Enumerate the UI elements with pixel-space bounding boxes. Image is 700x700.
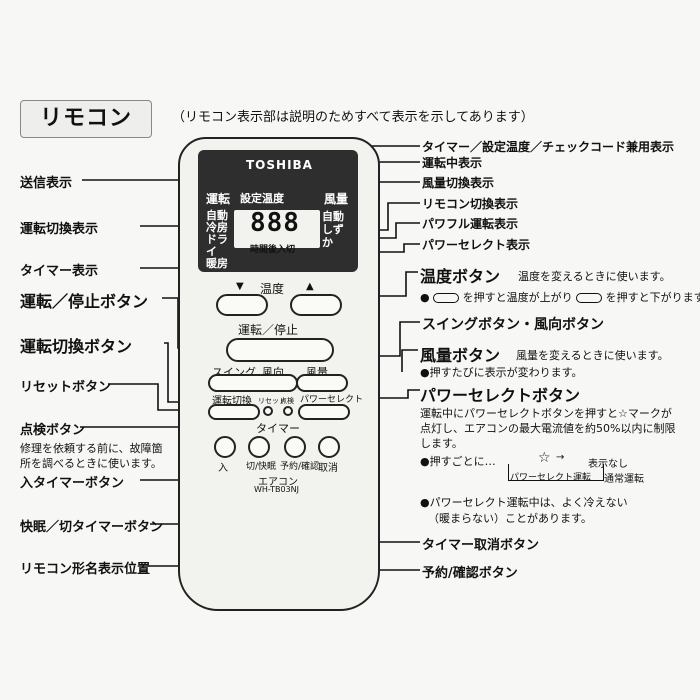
check-button[interactable]	[283, 406, 293, 416]
run-stop-label: 運転／停止	[238, 323, 299, 337]
label-powerful: パワフル運転表示	[422, 217, 519, 231]
model-code: WH-TB03NJ	[254, 485, 299, 494]
label-timer-display: タイマー表示	[20, 264, 99, 279]
reset-button[interactable]	[263, 406, 273, 416]
label-send-display: 送信表示	[20, 176, 73, 191]
fan-desc: 風量を変えるときに使います。	[516, 349, 669, 362]
timer-cancel-label: 取消	[318, 463, 338, 474]
check-desc-2: 所を調べるときに使います。	[20, 457, 162, 470]
ps-desc-2: 点灯し、エアコンの最大電流値を約50%以内に制限	[420, 422, 676, 435]
mode-button[interactable]	[208, 404, 260, 420]
temp-down-mark: ▼	[236, 281, 244, 292]
ps-desc-1: 運転中にパワーセレクトボタンを押すと☆マークが	[420, 407, 672, 420]
label-power-select-display: パワーセレクト表示	[422, 238, 531, 252]
temp-up-button[interactable]	[290, 294, 342, 316]
ps-note-2: （暖まらない）ことがあります。	[428, 512, 592, 525]
check-desc-1: 修理を依頼する前に、故障箇	[20, 442, 163, 455]
label-model-position: リモコン形名表示位置	[20, 562, 151, 577]
up-button-icon	[433, 293, 460, 303]
reset-label: リセット	[258, 397, 286, 405]
check-label: 点検	[280, 397, 294, 405]
down-button-icon	[576, 293, 603, 303]
swing-direction-button[interactable]	[208, 374, 298, 392]
label-sleep-button: 快眠／切タイマーボタン	[20, 520, 164, 535]
ps-note-1: ●パワーセレクト運転中は、よく冷えない	[420, 496, 628, 509]
label-reserve-button: 予約/確認ボタン	[422, 566, 518, 581]
star-icon: ☆	[538, 450, 551, 466]
power-select-button[interactable]	[298, 404, 350, 420]
label-fan-button: 風量ボタン	[420, 346, 501, 365]
ps-cycle-mode: パワーセレクト運転	[510, 473, 592, 483]
timer-on-button[interactable]	[214, 436, 236, 458]
brand-logo: TOSHIBA	[246, 158, 313, 172]
label-temp-button: 温度ボタン	[420, 267, 501, 286]
label-remote-switch: リモコン切換表示	[422, 197, 519, 211]
label-check-button: 点検ボタン	[20, 423, 86, 438]
ps-each: ●押すごとに…	[420, 455, 496, 468]
label-running: 運転中表示	[422, 156, 483, 170]
label-run-stop-button: 運転／停止ボタン	[20, 292, 149, 311]
run-stop-button[interactable]	[226, 338, 334, 362]
temp-desc: 温度を変えるときに使います。	[518, 270, 671, 283]
lcd-fan-label: 風量	[324, 192, 349, 206]
temp-label: 温度	[260, 282, 285, 296]
lcd-right-modes: 自動しずか	[322, 210, 344, 249]
ps-cycle-normal: 通常運転	[604, 474, 644, 485]
star-mark-icon: ☆	[618, 407, 628, 420]
temp-desc-2: ● を押すと温度が上がり を押すと下がります。	[420, 291, 700, 304]
label-mode-button: 運転切換ボタン	[20, 337, 133, 356]
timer-reserve-label: 予約/確認	[280, 462, 320, 472]
temp-down-button[interactable]	[216, 294, 268, 316]
lcd-digits: 888	[250, 208, 300, 238]
fan-button[interactable]	[296, 374, 348, 392]
label-reset-button: リセットボタン	[20, 380, 112, 395]
label-swing-button: スイングボタン・風向ボタン	[422, 317, 604, 333]
section-subtitle: （リモコン表示部は説明のためすべて表示を示してあります）	[172, 110, 534, 125]
fan-desc-2: ●押すたびに表示が変わります。	[420, 366, 583, 379]
lcd-digit-window	[234, 210, 320, 248]
label-timer-temp-check: タイマー／設定温度／チェックコード兼用表示	[422, 140, 675, 154]
lcd-temp-label: 設定温度	[240, 192, 284, 205]
label-fan-switch: 風量切換表示	[422, 176, 495, 190]
lcd-left-modes: 自動冷房ドライ暖房	[206, 209, 228, 270]
ps-desc-3: します。	[420, 437, 463, 450]
ps-cycle-bracket	[508, 464, 604, 481]
timer-reserve-button[interactable]	[284, 436, 306, 458]
lcd-timer-text: 時間後入切	[250, 245, 296, 255]
section-title: リモコン	[20, 100, 152, 138]
arrow-right-icon: →	[556, 452, 565, 463]
timer-sleep-button[interactable]	[248, 436, 270, 458]
label-mode-display: 運転切換表示	[20, 222, 99, 237]
label-cancel-button: タイマー取消ボタン	[422, 538, 540, 553]
lcd-mode-label: 運転	[206, 192, 231, 206]
timer-on-label: 入	[218, 463, 228, 474]
power-select-label: パワーセレクト	[300, 395, 364, 405]
timer-label: タイマー	[256, 422, 300, 435]
timer-cancel-button[interactable]	[318, 436, 340, 458]
ps-cycle-none: 表示なし	[588, 459, 628, 470]
label-power-select-button: パワーセレクトボタン	[420, 386, 581, 405]
mode-label: 運転切換	[212, 396, 252, 407]
temp-up-mark: ▲	[306, 281, 314, 292]
timer-sleep-label: 切/快眠	[246, 462, 277, 472]
model-name: エアコン	[258, 477, 298, 488]
label-timer-on-button: 入タイマーボタン	[20, 476, 125, 491]
